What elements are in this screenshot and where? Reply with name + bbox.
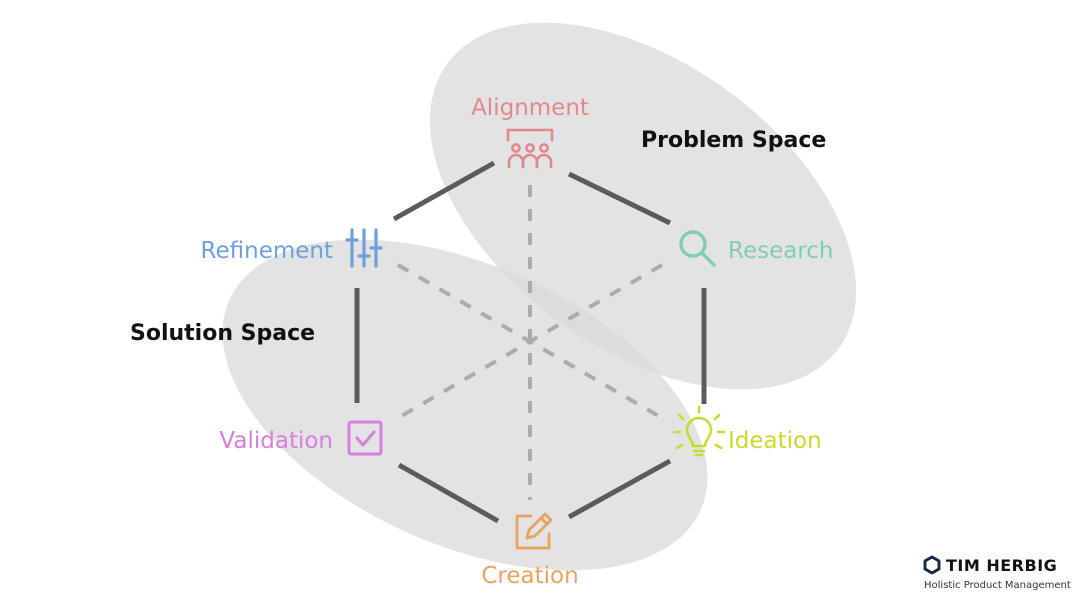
dashed-research-validation <box>396 263 664 420</box>
brand-logo: TIM HERBIG Holistic Product Management <box>923 555 1071 591</box>
edge-creation-validation <box>397 462 500 524</box>
hexagon-icon <box>923 555 941 575</box>
sliders-icon <box>345 228 383 268</box>
brand-tagline: Holistic Product Management <box>924 580 1071 591</box>
lightbulb-icon <box>672 405 726 457</box>
hexagon-edges <box>354 160 707 524</box>
edge-refinement-alignment <box>392 160 496 222</box>
dashed-connectors <box>396 185 664 500</box>
node-label-ideation: Ideation <box>728 428 822 454</box>
node-label-validation: Validation <box>219 428 333 454</box>
group-icon <box>506 128 554 169</box>
node-label-alignment: Alignment <box>471 95 589 121</box>
edge-ideation-creation <box>567 458 672 520</box>
solution-space-region <box>222 239 708 571</box>
edge-alignment-research <box>567 171 672 226</box>
problem-space-label: Problem Space <box>641 128 826 153</box>
solution-space-label: Solution Space <box>130 321 315 346</box>
pencil-square-icon <box>515 512 553 550</box>
brand-name: TIM HERBIG <box>946 556 1057 575</box>
magnifier-icon <box>679 230 716 267</box>
node-label-research: Research <box>728 238 834 264</box>
checkbox-icon <box>347 420 383 456</box>
node-label-refinement: Refinement <box>201 238 333 264</box>
node-label-creation: Creation <box>481 563 578 589</box>
